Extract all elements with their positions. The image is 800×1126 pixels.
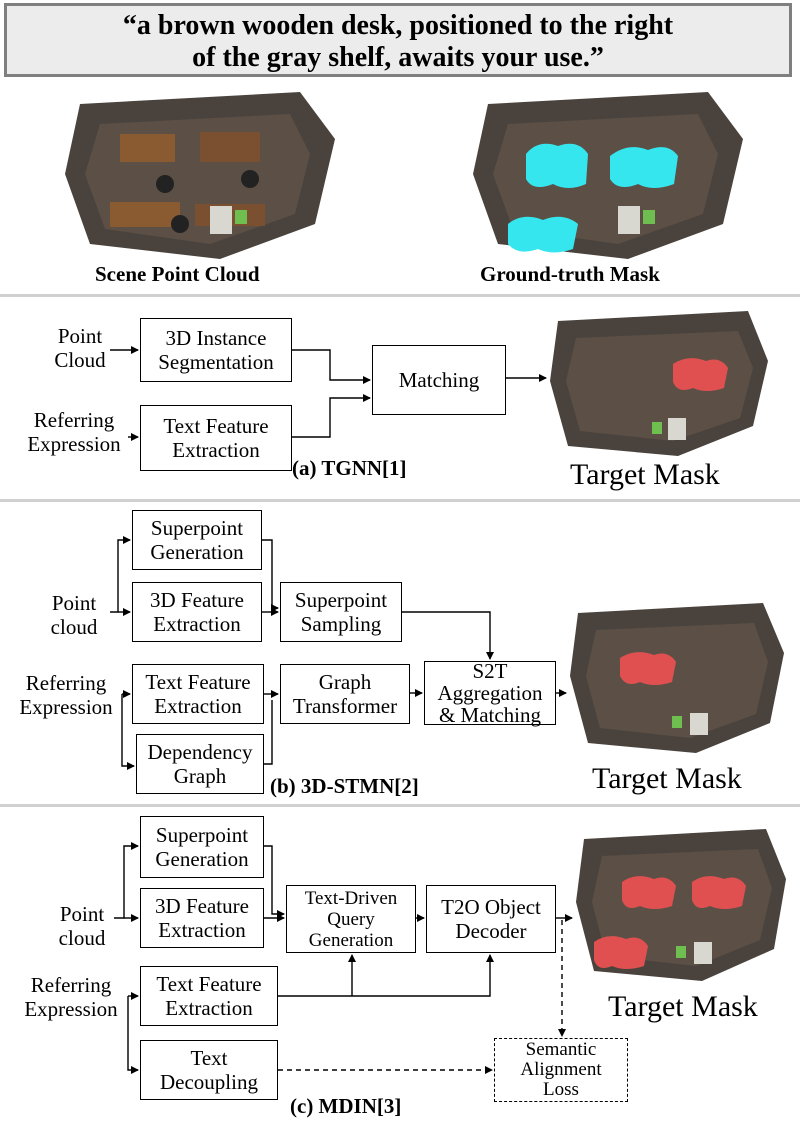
b-superpoint-sampling-box: Superpoint Sampling (280, 582, 402, 642)
c-supgen-text: Superpoint Generation (155, 823, 249, 871)
a-input-ref-text: Referring Expression (27, 408, 121, 456)
c-3d-feature-box: 3D Feature Extraction (140, 888, 264, 948)
c-query-generation-box: Text-Driven Query Generation (286, 885, 416, 953)
separator-2 (0, 499, 800, 502)
b-input-point-cloud: Point cloud (36, 591, 112, 639)
scene-point-cloud-image (65, 92, 335, 259)
a-caption: (a) TGNN[1] (292, 456, 407, 480)
a-seg-text: 3D Instance Segmentation (158, 326, 274, 374)
c-decouple-text: Text Decoupling (160, 1046, 258, 1094)
b-dep-text: Dependency Graph (147, 740, 253, 788)
b-3d-feature-box: 3D Feature Extraction (132, 582, 262, 642)
c-text-feature-text: Text Feature Extraction (156, 972, 262, 1020)
a-input-point-text: Point Cloud (54, 324, 106, 372)
scene-caption: Scene Point Cloud (95, 262, 260, 286)
c-query-text: Text-Driven Query Generation (304, 887, 398, 951)
b-s2t-text: S2T Aggregation & Matching (437, 659, 543, 727)
c-t2o-text: T2O Object Decoder (441, 895, 541, 943)
quote-line-2: of the gray shelf, awaits your use.” (192, 42, 604, 73)
c-input-referring: Referring Expression (10, 973, 132, 1021)
b-supgen-text: Superpoint Generation (150, 516, 244, 564)
a-text-feature-text: Text Feature Extraction (163, 414, 269, 462)
c-text-feature-box: Text Feature Extraction (140, 966, 278, 1026)
b-target-mask-image (570, 603, 784, 753)
a-matching-text: Matching (398, 368, 480, 392)
c-caption: (c) MDIN[3] (290, 1094, 402, 1118)
c-loss-text: Semantic Alignment Loss (520, 1039, 602, 1100)
a-input-point-cloud: Point Cloud (40, 324, 120, 372)
referring-expression-banner: “a brown wooden desk, positioned to the … (4, 3, 792, 77)
c-input-ref-text: Referring Expression (24, 973, 118, 1021)
b-input-referring: Referring Expression (6, 671, 126, 719)
c-text-decoupling-box: Text Decoupling (140, 1040, 278, 1100)
b-text-feature-box: Text Feature Extraction (132, 664, 264, 724)
b-supsamp-text: Superpoint Sampling (294, 588, 388, 636)
b-s2t-box: S2T Aggregation & Matching (424, 659, 556, 727)
quote-line-1: “a brown wooden desk, positioned to the … (122, 10, 674, 41)
b-text-feature-text: Text Feature Extraction (145, 670, 251, 718)
c-t2o-decoder-box: T2O Object Decoder (426, 885, 556, 953)
ground-truth-mask-image (473, 92, 743, 259)
c-target-caption: Target Mask (608, 990, 758, 1023)
b-input-ref-text: Referring Expression (19, 671, 113, 719)
b-graph-transformer-box: Graph Transformer (280, 664, 410, 724)
b-dependency-graph-box: Dependency Graph (136, 734, 264, 794)
b-graph-text: Graph Transformer (292, 670, 398, 718)
ground-truth-caption: Ground-truth Mask (480, 262, 660, 286)
b-input-point-text: Point cloud (50, 591, 98, 639)
b-target-caption: Target Mask (592, 762, 742, 795)
b-caption: (b) 3D-STMN[2] (270, 774, 419, 798)
a-input-referring: Referring Expression (14, 408, 134, 456)
c-input-point-cloud: Point cloud (44, 902, 120, 950)
a-matching-box: Matching (372, 345, 506, 415)
a-target-mask-image (550, 311, 768, 456)
a-instance-segmentation-box: 3D Instance Segmentation (140, 318, 292, 382)
b-superpoint-generation-box: Superpoint Generation (132, 510, 262, 570)
separator-3 (0, 804, 800, 807)
c-3dfeat-text: 3D Feature Extraction (155, 894, 249, 942)
b-3dfeat-text: 3D Feature Extraction (150, 588, 244, 636)
a-target-caption: Target Mask (570, 458, 720, 491)
c-target-mask-image (576, 829, 786, 981)
c-superpoint-generation-box: Superpoint Generation (140, 816, 264, 878)
a-text-feature-box: Text Feature Extraction (140, 405, 292, 471)
separator-1 (0, 294, 800, 297)
c-semantic-loss-box: Semantic Alignment Loss (494, 1038, 628, 1102)
c-input-point-text: Point cloud (58, 902, 106, 950)
